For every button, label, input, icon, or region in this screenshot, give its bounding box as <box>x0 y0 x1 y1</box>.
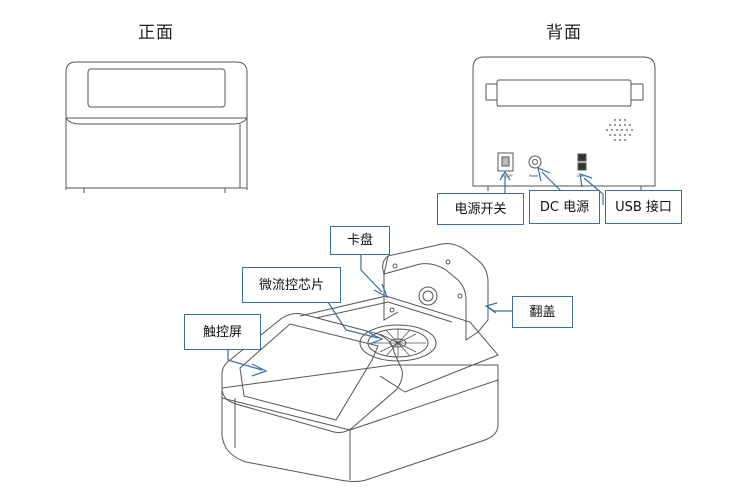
callout-touch-screen: 触控屏 <box>184 314 261 350</box>
callout-dc-power: DC 电源 <box>529 190 600 224</box>
speaker-grille <box>606 119 633 141</box>
back-view-device <box>472 56 656 191</box>
front-view-device <box>65 61 248 193</box>
power-mark: Power <box>529 174 539 178</box>
callout-flip-lid: 翻盖 <box>512 296 573 328</box>
callout-power-switch: 电源开关 <box>437 193 524 225</box>
callout-microfluidic-chip: 微流控芯片 <box>242 267 341 303</box>
callout-usb-port: USB 接口 <box>605 190 682 224</box>
back-view-title: 背面 <box>546 23 582 43</box>
isometric-device <box>221 243 499 482</box>
callout-card-tray: 卡盘 <box>330 226 390 255</box>
front-view-title: 正面 <box>138 23 174 43</box>
